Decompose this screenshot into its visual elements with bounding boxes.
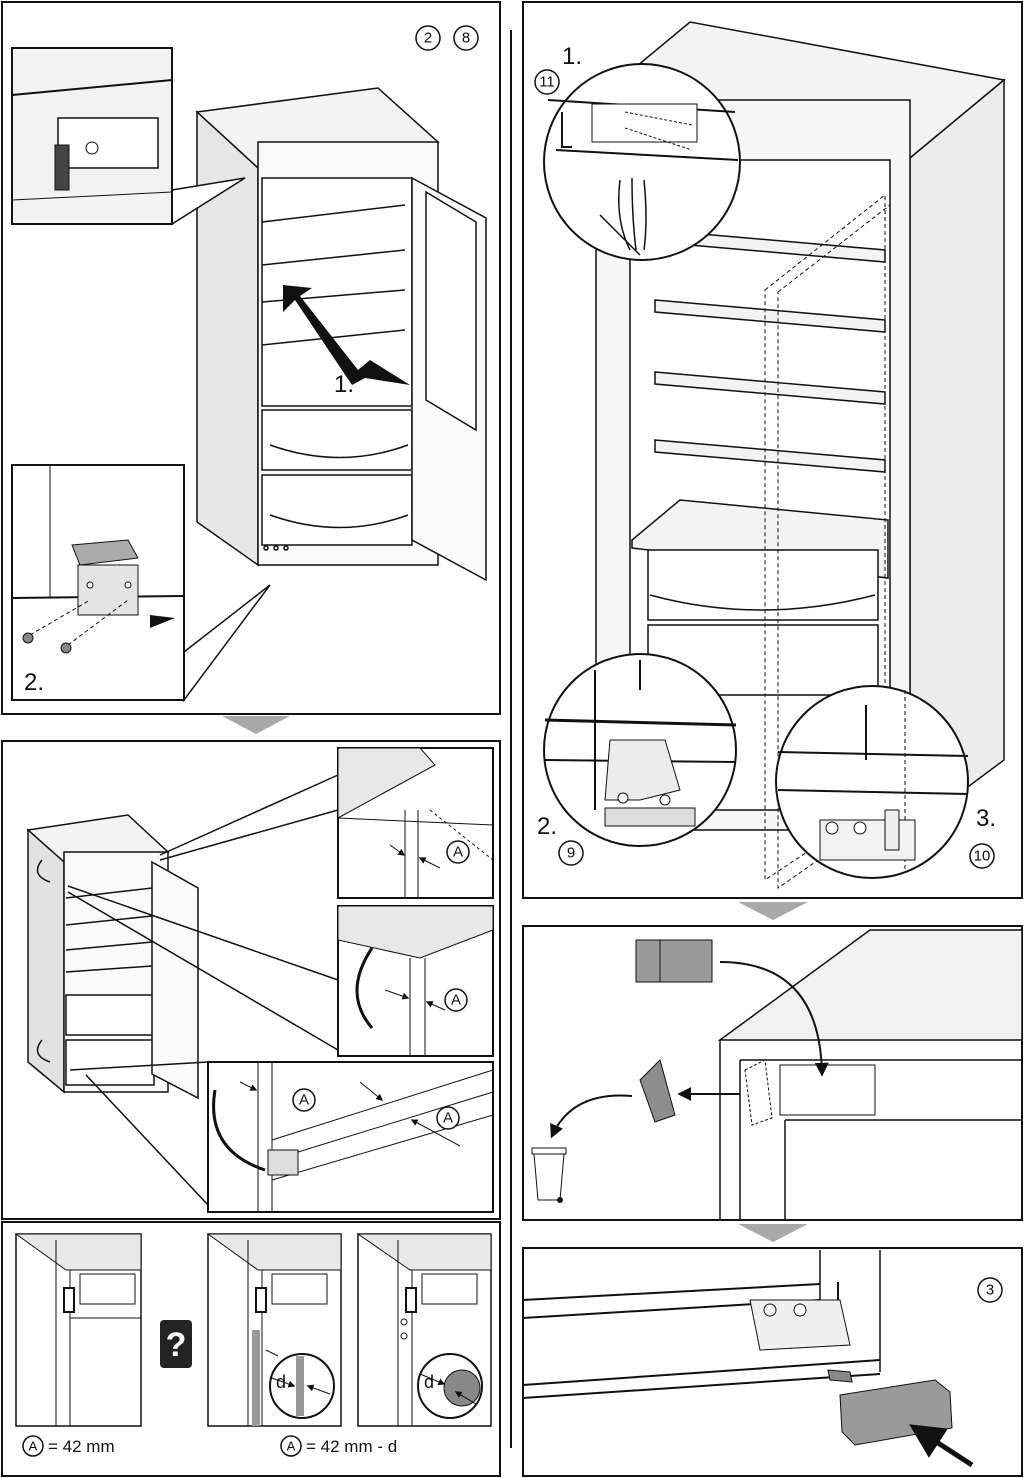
- panel-c: ? d: [1, 1221, 501, 1477]
- panel-f: 3: [522, 1247, 1023, 1477]
- callout-a-2-text: A: [451, 992, 461, 1009]
- callout-a-1-text: A: [453, 844, 463, 861]
- detail-hinge-top: [11, 47, 246, 226]
- detail-c1: [14, 1233, 142, 1427]
- detail-c3: [356, 1233, 492, 1427]
- ref-circle-11: [534, 69, 560, 95]
- step-2d-label: 2.: [537, 813, 557, 840]
- caption-1: = 42 mm: [48, 1437, 115, 1456]
- callout-a-1: [446, 840, 470, 864]
- panel-b: A A A A: [1, 740, 501, 1220]
- callout-a-2: [444, 988, 468, 1012]
- ref-11-text: 11: [539, 74, 555, 91]
- caption-2-callout-text: A: [287, 1439, 296, 1454]
- callout-a-3: [292, 1088, 316, 1112]
- step-3d-label: 3.: [976, 805, 996, 832]
- ref-circle-8: [453, 25, 479, 51]
- caption-1-callout-text: A: [29, 1439, 38, 1454]
- ref-circle-9: [558, 840, 584, 866]
- cover-part: [635, 939, 713, 983]
- callout-a-4-text: A: [443, 1110, 453, 1127]
- removed-cap: [639, 1059, 676, 1123]
- panel-d: 1. 11 2. 9 3. 10: [522, 1, 1023, 899]
- caption-2-callout: [280, 1435, 302, 1457]
- trash-bin-icon: [531, 1147, 567, 1203]
- ref-9-text: 9: [567, 845, 575, 862]
- ref-2-text: 2: [424, 30, 432, 47]
- ref-circle-10: [969, 843, 995, 869]
- detail-bracket-bottom: [11, 464, 271, 703]
- step-2-label: 2.: [24, 669, 44, 696]
- ref-8-text: 8: [462, 30, 470, 47]
- ref-3-text: 3: [986, 1282, 994, 1299]
- flow-arrow-1: [222, 716, 290, 734]
- magnifier-bottom-left: [543, 653, 737, 847]
- detail-c2: [206, 1233, 342, 1427]
- d-label-2: d: [424, 1372, 434, 1392]
- caption-1-callout: [22, 1435, 44, 1457]
- detail-b2: [337, 905, 494, 1057]
- detail-b3: [207, 1061, 494, 1213]
- flow-arrow-3: [738, 1224, 808, 1242]
- caption-2: = 42 mm - d: [306, 1437, 397, 1456]
- push-arrow: [283, 285, 410, 385]
- flow-arrow-2: [738, 902, 808, 920]
- cabinet-b: [26, 814, 199, 1100]
- ref-10-text: 10: [974, 848, 991, 865]
- step-1-label: 1.: [334, 371, 354, 398]
- magnifier-top: [543, 63, 741, 261]
- ref-circle-3: [977, 1277, 1003, 1303]
- ref-circle-2: [415, 25, 441, 51]
- d-label-1: d: [276, 1372, 286, 1392]
- callout-a-4: [436, 1106, 460, 1130]
- question-mark: ?: [166, 1326, 187, 1364]
- callout-a-3-text: A: [299, 1092, 309, 1109]
- step-1d-label: 1.: [562, 43, 582, 70]
- question-box: [160, 1320, 192, 1368]
- panel-a: 1. 2 8 2.: [1, 1, 501, 715]
- magnifier-bottom-right: [775, 685, 969, 879]
- detail-b1: [337, 747, 494, 899]
- cabinet-a: [195, 87, 487, 582]
- panel-e: [522, 925, 1023, 1221]
